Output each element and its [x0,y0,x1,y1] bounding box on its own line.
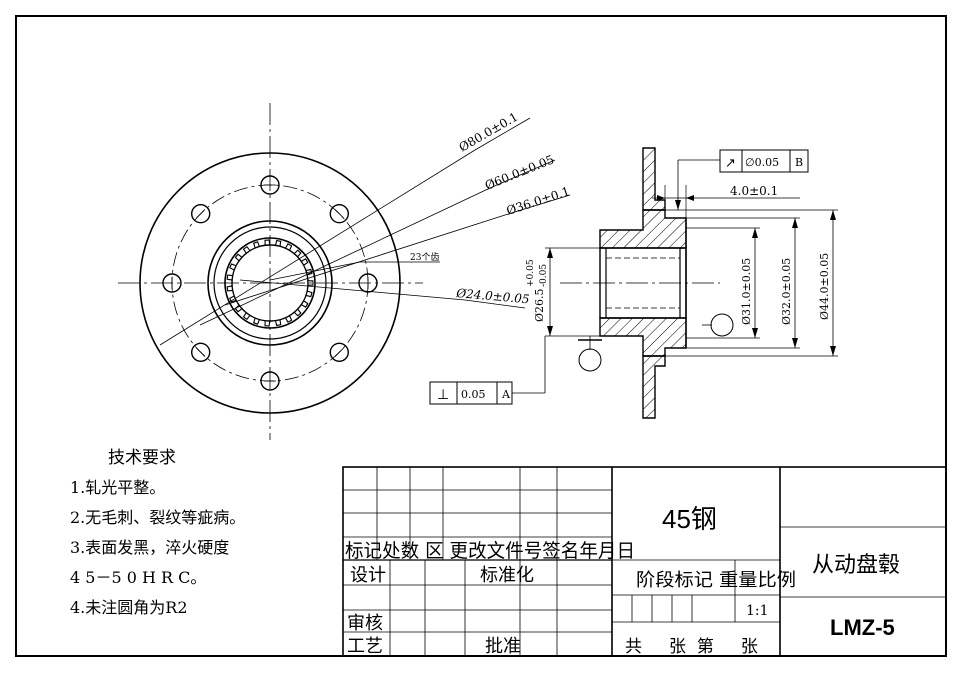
process-label: 工艺 [347,636,383,657]
dim-d26-5: Ø26.5 [533,288,546,322]
dim-d32: Ø32.0±0.05 [780,258,793,325]
bolt-holes [162,175,378,391]
technical-requirements: 技术要求 1.轧光平整。 2.无毛刺、裂纹等疵病。 3.表面发黑，淬火硬度 4 … [70,448,245,617]
perp-value: 0.05 [461,388,486,401]
perp-datum: A [501,388,511,401]
part-name: 从动盘毂 [812,552,900,577]
bolt-hole-centerline [196,347,206,357]
bolt-hole-centerline [196,209,206,219]
spline-tooth [252,317,260,325]
spline-tooth [234,304,243,313]
title-block [342,466,947,657]
spline-tooth [300,258,309,266]
spline-tooth [226,274,233,281]
bolt-hole-centerline [334,347,344,357]
bolt-hole [329,342,349,362]
dim-d31: Ø31.0±0.05 [740,258,753,325]
perpendicularity-tolerance-frame: ⊥ 0.05 A [429,336,546,405]
runout-symbol: ↗ [725,156,736,171]
perp-symbol: ⊥ [437,387,449,403]
dim-d24: Ø24.0±0.05 [455,286,530,306]
spline-tooth [274,319,282,327]
tech-req-item-1: 1.轧光平整。 [70,478,165,497]
hub-circle-outer [207,220,333,346]
drawing-number: LMZ-5 [830,615,895,640]
bolt-hole [162,273,182,293]
spline-teeth [226,239,314,327]
spline-tooth [293,308,302,317]
spline-tooth [242,245,251,254]
spline-tooth [226,285,233,292]
spline-tooth [242,312,251,321]
spline-tooth [284,315,293,323]
spline-tooth [274,239,282,247]
spline-tooth [234,253,243,262]
spline-outer-circle [224,237,316,329]
tech-req-item-4: 4 5－5 0 H R C。 [70,568,206,587]
spline-tooth [229,263,237,271]
bolt-hole [358,273,378,293]
spline-tooth [284,243,293,251]
material: 45钢 [662,504,717,534]
bolt-hole [329,204,349,224]
design-label: 设计 [350,565,386,586]
bolt-hole [260,371,280,391]
stage-row: 阶段标记 重量比例 [636,570,796,591]
sheet-row: 共 张 第 张 [625,637,758,657]
bolt-hole [191,342,211,362]
dim-d44: Ø44.0±0.05 [818,253,831,320]
runout-value: ∅0.05 [745,156,779,169]
dim-teeth: 23个齿 [410,252,439,263]
tech-req-item-2: 2.无毛刺、裂纹等疵病。 [70,508,245,527]
dim-d26-5-lower: -0.05 [539,264,549,287]
runout-datum: B [795,156,803,169]
dim-d36: Ø36.0±0.1 [505,184,572,218]
spline-tooth [307,280,314,286]
spline-tooth [229,295,237,303]
spline-tooth [305,290,313,298]
dim-width4: 4.0±0.1 [730,184,778,198]
dim-d26-5-upper: +0.05 [526,259,536,287]
review-label: 审核 [347,613,383,634]
hub-circle-mid [213,226,327,340]
bolt-hole-centerline [334,209,344,219]
spline-root-circle [231,244,309,322]
approve-label: 批准 [485,636,521,657]
tech-req-item-3: 3.表面发黑，淬火硬度 [70,538,229,557]
standardization-label: 标准化 [480,565,534,586]
spline-tooth [264,239,271,246]
spline-tooth [252,241,260,249]
dim-d60: Ø60.0±0.05 [483,152,556,192]
bolt-hole [191,204,211,224]
runout-tolerance-frame: ↗ ∅0.05 B [719,149,809,173]
section-view: Ø26.5 +0.05 -0.05 Ø31.0±0.05 Ø32.0±0.05 … [526,147,838,419]
scale: 1:1 [746,603,769,619]
bolt-hole [260,175,280,195]
outer-flange-circle [139,152,401,414]
dim-d80: Ø80.0±0.1 [457,110,521,155]
spline-tooth [300,300,309,308]
tech-req-item-5: 4.未注圆角为R2 [70,598,188,617]
spline-tooth [264,320,271,327]
title-block-text: 45钢 从动盘毂 LMZ-5 标记处数 区 更改文件号签名年月日 设计 标准化 … [345,504,900,657]
tech-req-title: 技术要求 [108,448,176,468]
header-row: 标记处数 区 更改文件号签名年月日 [345,540,635,562]
spline-tooth [293,249,302,258]
